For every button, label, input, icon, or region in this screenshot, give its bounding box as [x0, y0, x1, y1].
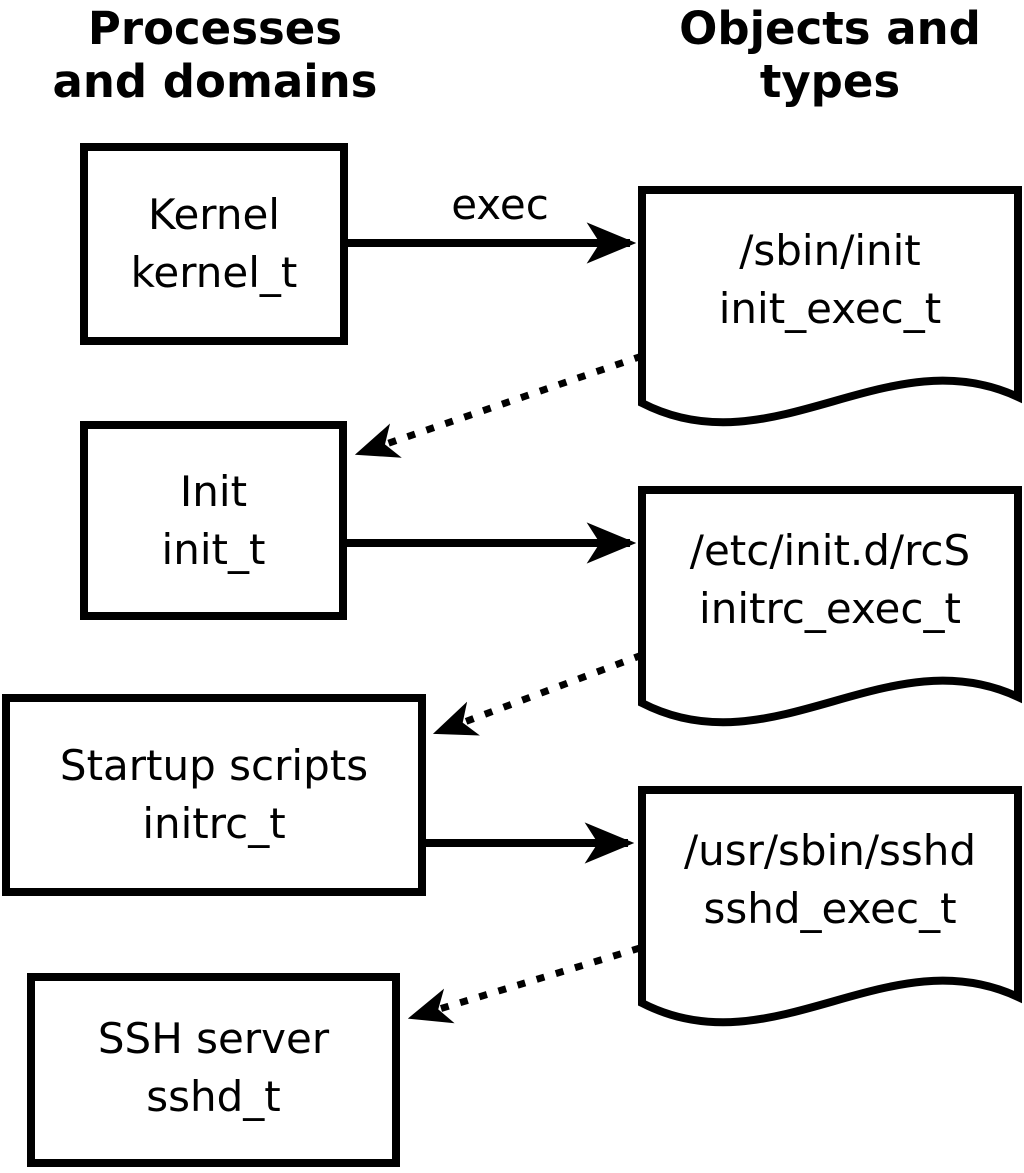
process-domain: kernel_t: [130, 248, 298, 297]
column-header-processes: Processes and domains: [52, 2, 378, 108]
document-shape-etc-initd-rcs: [638, 486, 1022, 727]
object-type: sshd_exec_t: [703, 884, 957, 933]
document-shape-usr-sbin-sshd: [638, 786, 1022, 1027]
process-domain: sshd_t: [146, 1072, 281, 1121]
object-path: /usr/sbin/sshd: [683, 826, 977, 875]
process-box-kernel: [80, 143, 348, 345]
process-node-ssh-server: SSH server sshd_t: [27, 973, 400, 1163]
dotted-arrow-sshd-to-sshserver: [407, 944, 642, 1024]
object-node-usr-sbin-sshd: /usr/sbin/sshd sshd_exec_t: [642, 790, 1018, 970]
object-path: /etc/init.d/rcS: [689, 526, 971, 575]
process-domain: initrc_t: [142, 799, 286, 848]
process-box-init: [80, 421, 347, 620]
object-type: init_exec_t: [718, 284, 942, 333]
process-box-startup-scripts: [2, 694, 426, 896]
object-node-etc-initd-rcs: /etc/init.d/rcS initrc_exec_t: [642, 490, 1018, 670]
process-name: Init: [179, 466, 248, 516]
document-shape-sbin-init: [638, 186, 1022, 427]
process-node-startup-scripts: Startup scripts initrc_t: [2, 694, 426, 896]
object-path: /sbin/init: [739, 226, 921, 275]
process-domain: init_t: [161, 524, 266, 574]
process-name: SSH server: [97, 1014, 330, 1063]
column-header-objects: Objects and types: [679, 2, 981, 108]
process-name: Startup scripts: [59, 741, 369, 790]
process-box-ssh-server: [27, 973, 400, 1167]
dotted-arrow-rcs-to-startup: [432, 651, 644, 736]
process-name: Kernel: [148, 190, 280, 239]
dotted-arrow-sbininit-to-init: [354, 352, 644, 458]
object-node-sbin-init: /sbin/init init_exec_t: [642, 190, 1018, 370]
object-type: initrc_exec_t: [699, 584, 961, 633]
process-node-kernel: Kernel kernel_t: [80, 143, 348, 345]
exec-arrow-label: exec: [451, 180, 549, 229]
process-node-init: Init init_t: [80, 421, 347, 620]
